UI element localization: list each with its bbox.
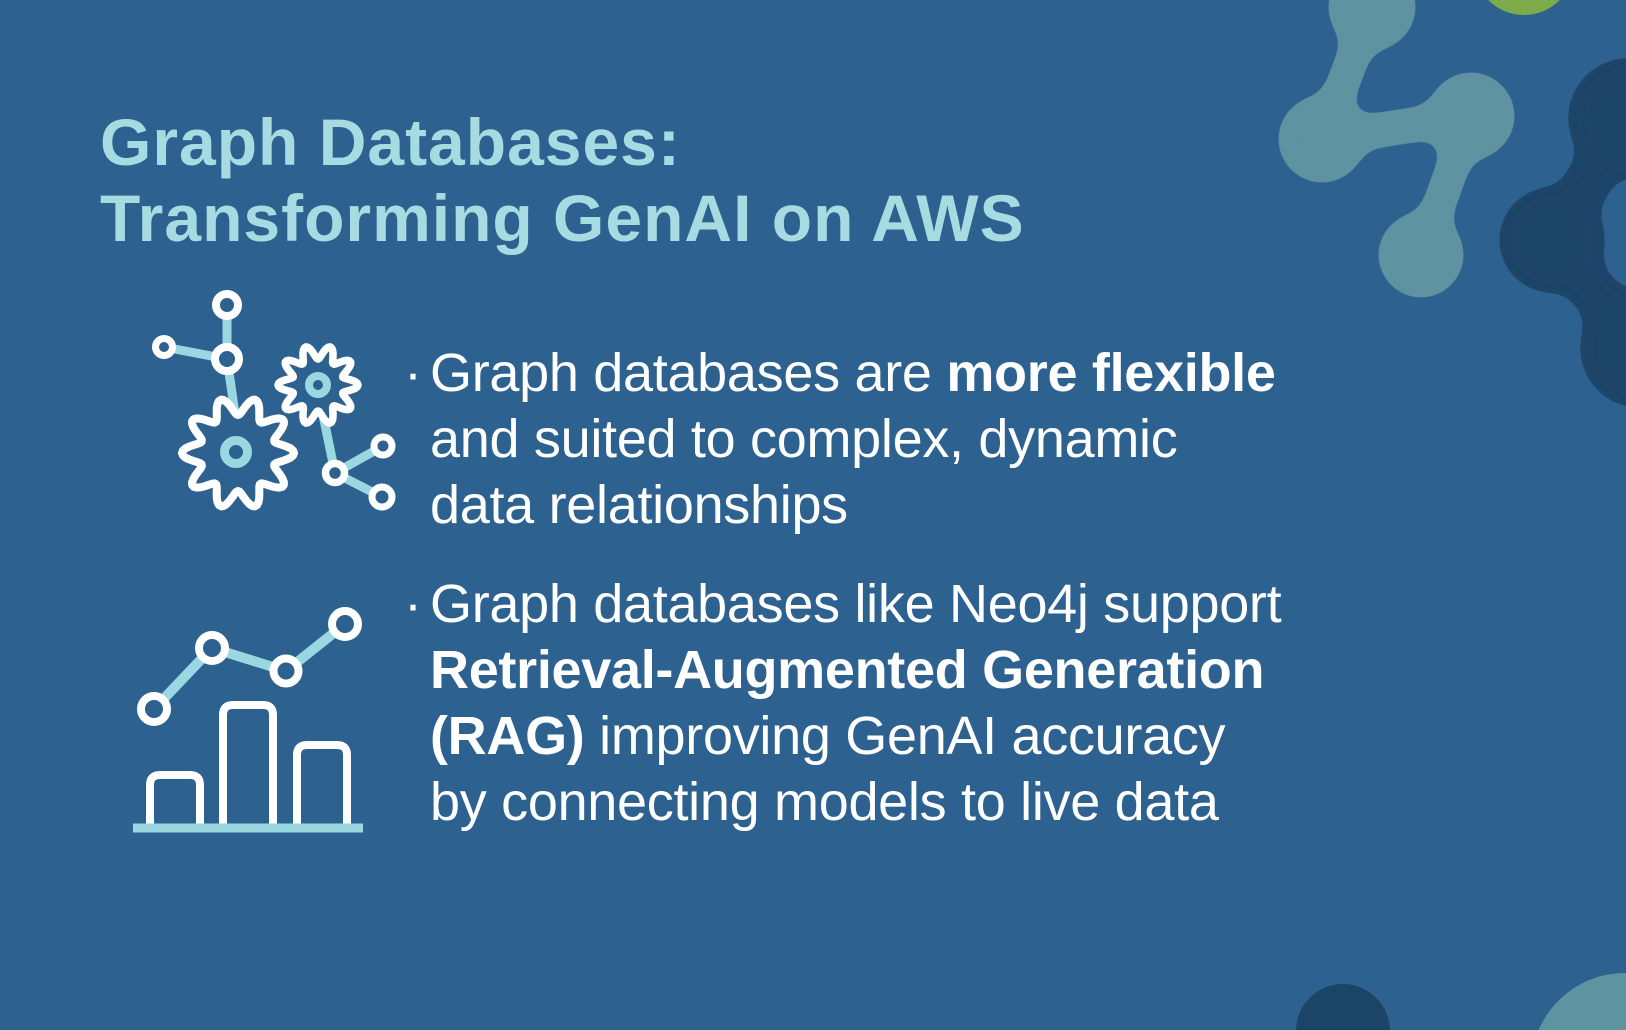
bullet-text-segment: improving GenAI accuracy by connecting m… xyxy=(430,706,1226,832)
bullet-marker: · xyxy=(404,343,422,403)
bullet-text-segment: Graph databases like Neo4j support xyxy=(430,574,1282,634)
trend-line-nodes xyxy=(137,607,362,726)
large-gear-icon xyxy=(178,395,298,511)
network-connector-lines xyxy=(159,300,388,502)
green-circle-decoration xyxy=(1488,0,1560,15)
navy-circle-decoration xyxy=(1296,984,1390,1030)
bullet-item: ·Graph databases are more flexible and s… xyxy=(404,340,1284,538)
bullet-text-segment-bold: more flexible xyxy=(946,343,1276,403)
molecule-chain-teal-icon xyxy=(1278,0,1515,298)
gears-network-icon xyxy=(152,290,396,511)
gear-centers xyxy=(220,372,331,468)
gear-outlines xyxy=(178,343,362,511)
bullet-text-segment: and suited to complex, dynamic data rela… xyxy=(430,409,1178,535)
bullet-text-segment: Graph databases are xyxy=(430,343,947,403)
chart-bars xyxy=(146,701,351,832)
molecule-chain-navy-icon xyxy=(1499,58,1626,407)
title-line-1: Graph Databases: xyxy=(100,105,681,179)
title-line-2: Transforming GenAI on AWS xyxy=(100,181,1025,255)
bullet-item: ·Graph databases like Neo4j support Retr… xyxy=(404,571,1284,835)
page-title: Graph Databases: Transforming GenAI on A… xyxy=(100,104,1025,256)
bullet-text-segment-bold: Retrieval-Augmented Generation (RAG) xyxy=(430,640,1265,766)
small-gear-icon xyxy=(274,343,362,427)
network-nodes xyxy=(152,290,396,511)
bar-line-chart-icon xyxy=(133,607,363,833)
teal-circle-decoration xyxy=(1538,973,1626,1030)
trend-line xyxy=(149,619,350,714)
bullet-list: ·Graph databases are more flexible and s… xyxy=(404,340,1284,835)
bullet-marker: · xyxy=(404,574,422,634)
